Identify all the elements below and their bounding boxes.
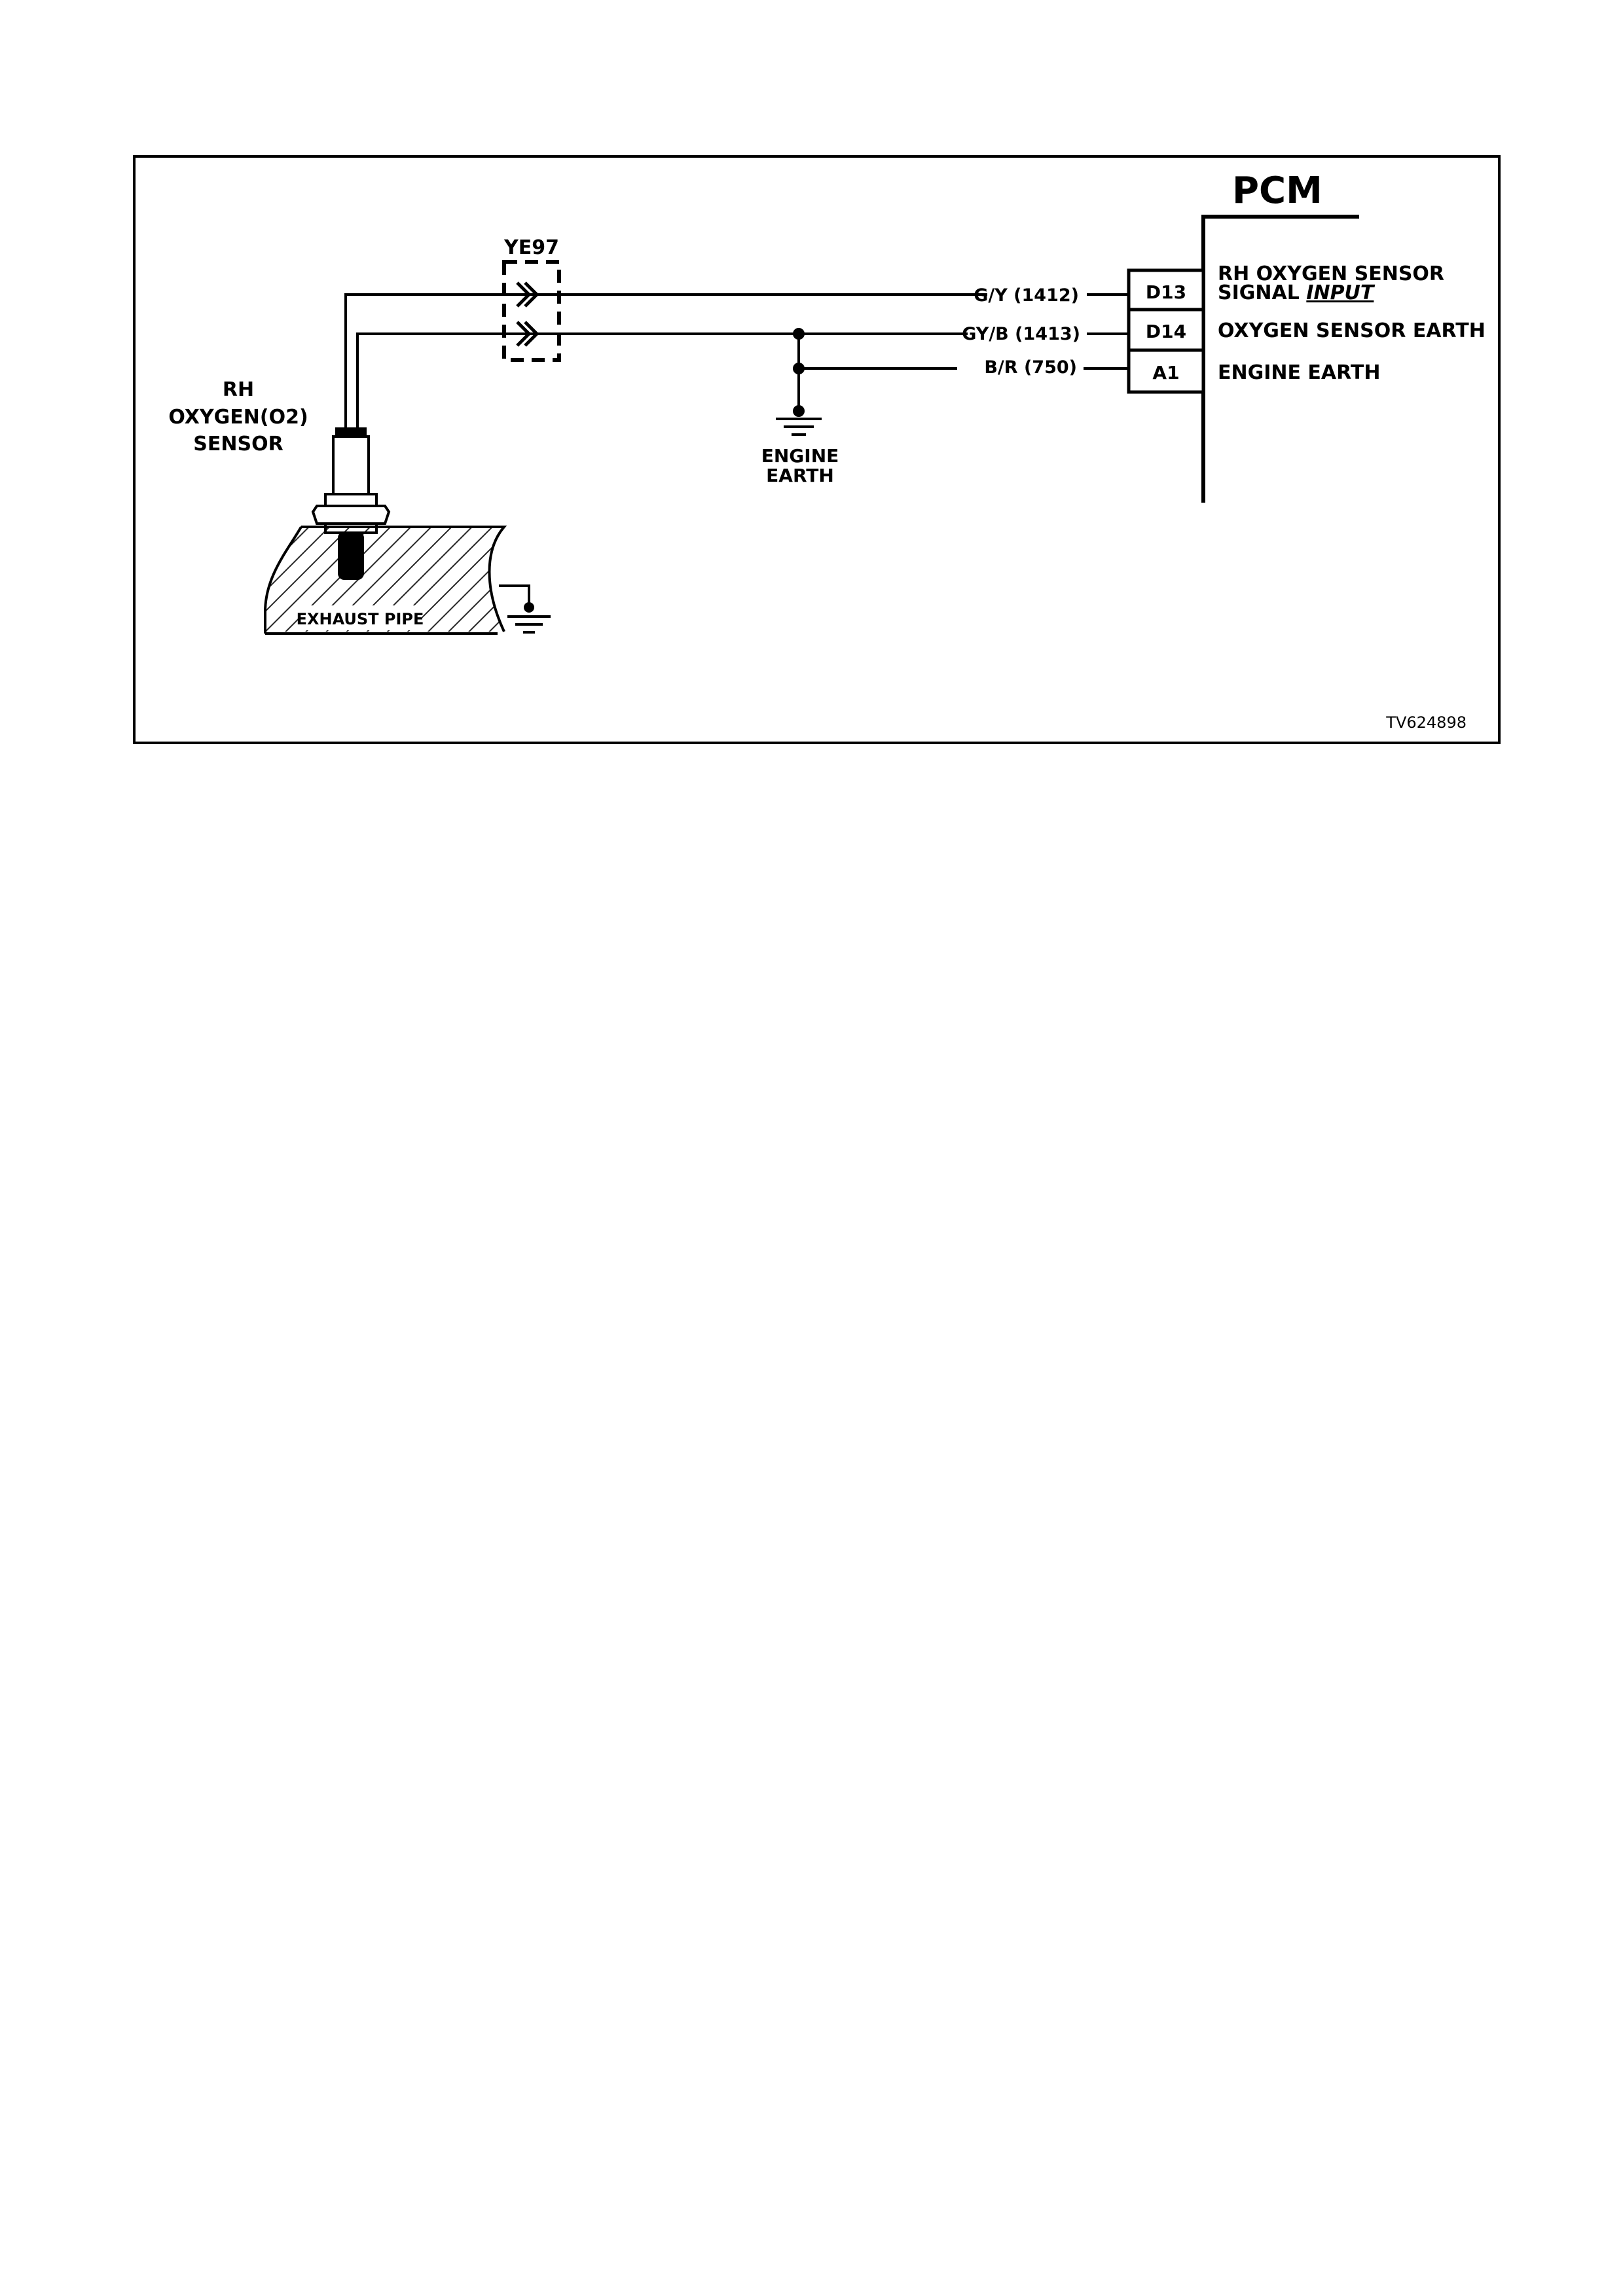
pin-a1-function: ENGINE EARTH — [1218, 361, 1380, 384]
engine-earth-label-line2: EARTH — [766, 465, 834, 486]
pin-label: D14 — [1146, 321, 1186, 342]
exhaust-pipe-label: EXHAUST PIPE — [297, 610, 424, 628]
engine-earth-ground-icon — [776, 419, 822, 435]
connector-pin-icon — [517, 283, 537, 346]
pin-d14-function: OXYGEN SENSOR EARTH — [1218, 319, 1486, 342]
wiring-diagram-svg: PCM D13 D14 A1 RH OXYGEN SENSOR SIGNAL I… — [0, 0, 1623, 753]
splice-dot — [793, 328, 805, 340]
wire-g-y-1412 — [346, 295, 987, 432]
pin-label: A1 — [1152, 362, 1179, 384]
wiring-diagram: PCM D13 D14 A1 RH OXYGEN SENSOR SIGNAL I… — [0, 0, 1623, 753]
splice-dot — [793, 363, 805, 374]
pin-d13-function-line2: SIGNAL INPUT — [1218, 281, 1376, 304]
wire-label-g-y: G/Y (1412) — [974, 285, 1079, 306]
connector-ye97: YE97 — [503, 236, 559, 360]
pcm-pin-d13: D13 — [1129, 270, 1203, 310]
pcm-title: PCM — [1232, 170, 1322, 212]
pin-d13-function-emphasis: INPUT — [1306, 281, 1376, 304]
connector-label: YE97 — [503, 236, 559, 259]
pin-label: D13 — [1146, 281, 1186, 303]
pcm-pin-d14: D14 — [1129, 310, 1203, 350]
wire-gy-b-1413 — [357, 334, 968, 432]
sensor-label-line1: RH — [223, 378, 254, 401]
pcm-module: PCM D13 D14 A1 RH OXYGEN SENSOR SIGNAL I… — [1129, 170, 1486, 503]
splice-dot — [793, 405, 805, 417]
wire-label-b-r: B/R (750) — [984, 357, 1077, 378]
engine-earth-label-line1: ENGINE — [761, 445, 839, 467]
figure-id: TV624898 — [1385, 713, 1467, 732]
sensor-label-line3: SENSOR — [193, 433, 283, 456]
sensor-label-line2: OXYGEN(O2) — [168, 406, 308, 429]
exhaust-pipe: EXHAUST PIPE — [265, 527, 507, 634]
wire-label-gy-b: GY/B (1413) — [962, 324, 1080, 344]
exhaust-earth-ground-icon — [499, 586, 551, 632]
pin-d13-function-line2-text: SIGNAL — [1218, 281, 1300, 304]
pcm-pin-a1: A1 — [1129, 350, 1203, 392]
